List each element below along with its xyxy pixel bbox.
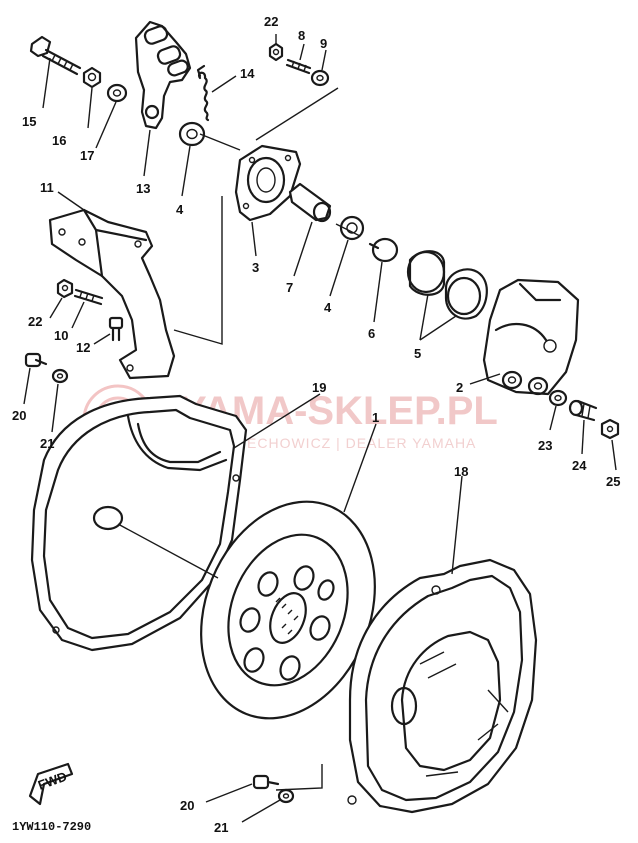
callout-9: 9	[320, 36, 327, 51]
callout-19: 19	[312, 380, 326, 395]
callout-21-upper: 21	[40, 436, 54, 451]
part-caliper-2	[482, 278, 580, 396]
part-bracket-11	[48, 208, 176, 380]
callout-22-upper: 22	[264, 14, 278, 29]
diagram-code: 1YW110-7290	[12, 820, 91, 834]
callout-5: 5	[414, 346, 421, 361]
callout-7: 7	[286, 280, 293, 295]
callout-23: 23	[538, 438, 552, 453]
watermark-subtitle: SOLIRECHOWICZ | DEALER YAMAHA	[200, 435, 476, 451]
callout-20-upper: 20	[12, 408, 26, 423]
part-stud-24	[568, 399, 598, 422]
assembly-lines	[117, 87, 361, 791]
part-nut-16	[82, 66, 102, 89]
callout-16: 16	[52, 133, 66, 148]
part-seal-5	[406, 250, 488, 320]
part-bolt-15	[29, 35, 82, 76]
part-nut-22-lower	[56, 278, 74, 299]
part-backing-plate-19	[30, 394, 248, 652]
part-cam-shaft-7	[288, 182, 332, 223]
part-washer-4-lower	[339, 215, 365, 241]
leader-lines	[23, 34, 617, 823]
part-nut-9	[310, 69, 330, 87]
callout-25: 25	[606, 474, 620, 489]
callout-4-lower: 4	[324, 300, 332, 315]
callout-20-lower: 20	[180, 798, 194, 813]
part-washer-17	[106, 83, 128, 103]
callout-22-lower: 22	[28, 314, 42, 329]
part-stud-8	[285, 58, 312, 75]
part-nut-22-upper	[268, 42, 284, 62]
callout-8: 8	[298, 28, 305, 43]
callout-11: 11	[40, 180, 54, 195]
callout-14: 14	[240, 66, 255, 81]
callout-1: 1	[372, 410, 379, 425]
callout-24: 24	[572, 458, 587, 473]
part-bolt-12	[108, 316, 124, 342]
part-stud-10	[73, 288, 104, 306]
part-outer-cover-18	[347, 558, 538, 814]
callout-2: 2	[456, 380, 463, 395]
fwd-arrow-icon: FWD	[28, 762, 74, 806]
callout-18: 18	[454, 464, 468, 479]
part-lever-13	[134, 20, 192, 130]
callout-6: 6	[368, 326, 375, 341]
callout-15: 15	[22, 114, 36, 129]
callout-12: 12	[76, 340, 90, 355]
part-nut-25	[600, 418, 620, 440]
part-washer-21-upper	[51, 368, 69, 384]
part-pin-6	[368, 237, 399, 263]
part-bolt-20-upper	[24, 352, 48, 368]
part-brake-disc-1	[200, 500, 376, 720]
part-spring-14	[196, 64, 210, 122]
callout-10: 10	[54, 328, 68, 343]
callouts: 15 16 17 13 14 4 22 8 9 3 7 4 6 5 2 11 2…	[12, 14, 620, 835]
part-washer-4-upper	[178, 121, 206, 147]
callout-13: 13	[136, 181, 150, 196]
callout-4-upper: 4	[176, 202, 184, 217]
part-bolt-20-lower	[252, 774, 280, 790]
part-cam-housing-3	[234, 144, 302, 222]
callout-17: 17	[80, 148, 94, 163]
callout-21-lower: 21	[214, 820, 228, 835]
callout-3: 3	[252, 260, 259, 275]
part-washer-23	[548, 389, 568, 407]
part-washer-21-lower	[277, 788, 295, 804]
